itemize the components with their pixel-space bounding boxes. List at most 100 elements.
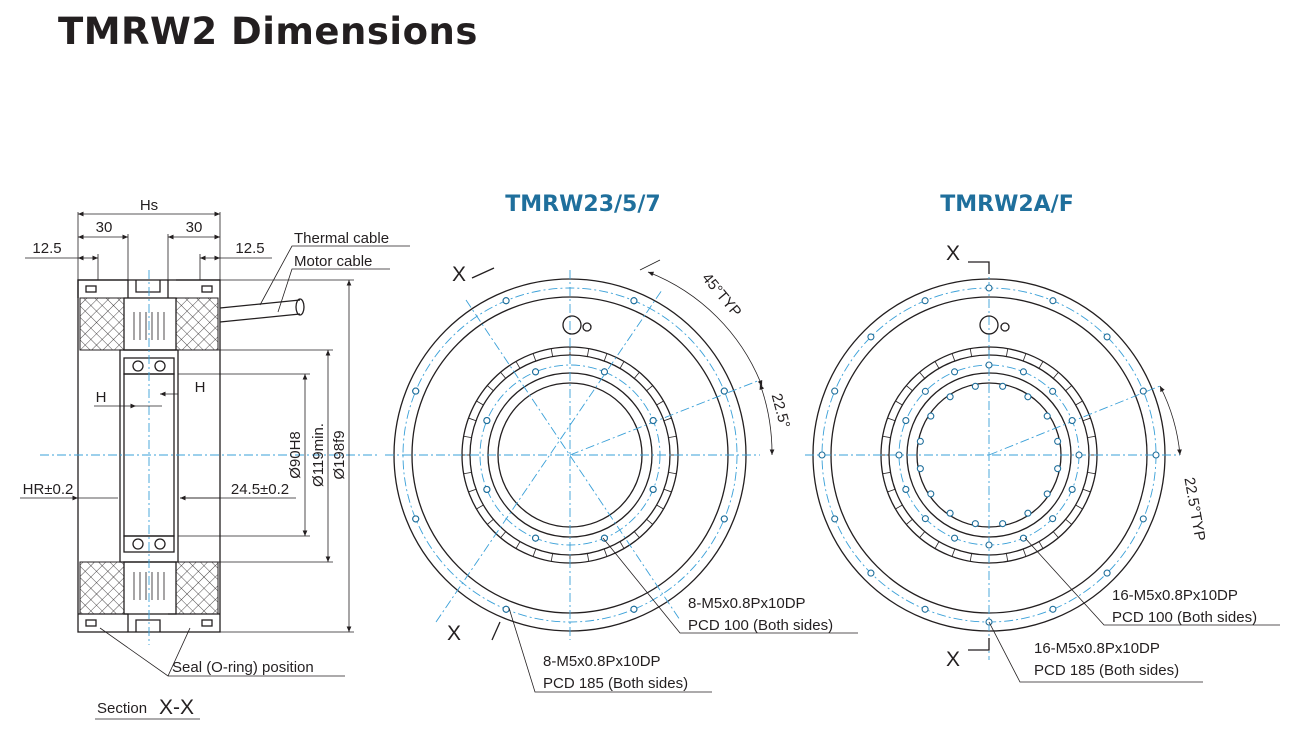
- view-b-bore-bolt-hole: [916, 465, 924, 473]
- view-b-inner-bolt-hole: [1068, 485, 1076, 493]
- section-caption-prefix: Section: [97, 700, 147, 717]
- view-a-hub-tooth: [532, 548, 537, 557]
- view-b-inner-bolt-hole: [921, 515, 929, 523]
- view-a-hub-tooth: [500, 372, 507, 379]
- view-b-bore-bolt-hole: [999, 520, 1007, 528]
- view-b-inner-spec-1: 16-M5x0.8Px10DP: [1112, 587, 1238, 604]
- oring-top-left: [85, 285, 97, 293]
- view-a-outer-spec-2: PCD 185 (Both sides): [543, 675, 688, 692]
- view-b-bore-bolt-hole: [1024, 509, 1032, 517]
- view-b-inner-bolt-hole: [951, 368, 959, 376]
- view-b-hub-tooth: [1022, 548, 1027, 557]
- view-a-hub-tooth: [586, 553, 590, 562]
- view-b-inner-bolt-hole: [1049, 515, 1057, 523]
- view-b-outer-bolt-hole: [1103, 569, 1111, 577]
- view-b-outer-bolt-hole: [867, 333, 875, 341]
- view-a-inner-b-bolt-hole: [532, 534, 540, 542]
- callout-seal: Seal (O-ring) position: [172, 659, 314, 676]
- view-b-outer-bolt-hole: [1152, 451, 1160, 459]
- view-b-outer-bolt-hole: [1049, 605, 1057, 613]
- view-b-hub-tooth: [1075, 400, 1083, 406]
- view-b-hub-tooth: [1065, 518, 1072, 525]
- view-a: TMRW23/5/7 45°TYP 22.5° X X 8-M5x0.8Px10…: [385, 192, 858, 693]
- view-b-hub-tooth: [906, 518, 913, 525]
- dim-right-30: 30: [186, 219, 203, 236]
- view-a-outer-b-bolt-hole: [630, 605, 638, 613]
- view-b-hub-tooth: [1075, 504, 1083, 510]
- view-b-bore-bolt-hole: [971, 382, 979, 390]
- callout-motor-cable: Motor cable: [294, 253, 372, 270]
- view-b-hub-tooth: [1005, 348, 1009, 357]
- view-a-heading: TMRW23/5/7: [505, 192, 660, 217]
- view-b-outer-bolt-hole: [1139, 515, 1147, 523]
- view-a-x-top: X: [452, 263, 466, 286]
- view-a-hub-tooth: [500, 531, 507, 538]
- view-b-hub-tooth: [951, 353, 956, 362]
- view-b-bore-bolt-hole: [971, 520, 979, 528]
- view-a-hub-tooth: [646, 518, 653, 525]
- view-a-inner-b-bolt-hole: [649, 485, 657, 493]
- view-b-hub-tooth: [1038, 541, 1044, 549]
- view-b-hub-tooth: [887, 417, 896, 422]
- view-a-inner-b-bolt-hole: [600, 534, 608, 542]
- view-b-hub-tooth: [1065, 385, 1072, 392]
- view-a-outer-spec-1: 8-M5x0.8Px10DP: [543, 653, 661, 670]
- callout-thermal-cable: Thermal cable: [294, 230, 389, 247]
- view-b-bore-bolt-hole: [927, 412, 935, 420]
- view-b-bore-bolt-hole: [1054, 437, 1062, 445]
- view-b-hub-tooth: [887, 488, 896, 493]
- view-a-hub-tooth: [646, 385, 653, 392]
- view-a-hub-tooth: [663, 488, 672, 493]
- view-a-hub-tooth: [550, 553, 554, 562]
- dim-hs: Hs: [140, 197, 158, 214]
- view-b-inner-bolt-hole: [921, 387, 929, 395]
- view-a-hub-tooth: [603, 548, 608, 557]
- view-b-hub-tooth: [895, 504, 903, 510]
- view-b-inner-bolt-hole: [902, 485, 910, 493]
- view-b-bore-bolt-hole: [916, 437, 924, 445]
- view-b-hub-tooth: [934, 541, 940, 549]
- view-b-outer-bolt-hole: [921, 297, 929, 305]
- view-b-bore-bolt-hole: [999, 382, 1007, 390]
- view-a-hub-tooth: [633, 372, 640, 379]
- view-b-outer-bolt-hole: [1049, 297, 1057, 305]
- view-b-inner-bolt-hole: [1049, 387, 1057, 395]
- view-a-hub-tooth: [668, 471, 677, 475]
- view-b-x-top: X: [946, 242, 960, 265]
- view-a-hub-tooth: [532, 353, 537, 362]
- view-a-inner-b-bolt-hole: [483, 417, 491, 425]
- view-b-bore-bolt-hole: [946, 509, 954, 517]
- view-b-hub-tooth: [882, 435, 891, 439]
- view-b-hub-tooth: [1052, 531, 1059, 538]
- view-a-outer-b-bolt-hole: [412, 387, 420, 395]
- section-caption-suffix: X-X: [159, 696, 194, 719]
- view-b-inner-bolt-hole: [1075, 451, 1083, 459]
- view-b-outer-bolt-hole: [818, 451, 826, 459]
- view-b-outer-bolt-hole: [831, 515, 839, 523]
- view-a-inner-b-bolt-hole: [532, 368, 540, 376]
- view-b-inner-bolt-hole: [902, 417, 910, 425]
- view-a-cable-port: [562, 315, 582, 335]
- view-b-angle-typ: 22.5°TYP: [1180, 476, 1208, 542]
- view-b-outer-spec-2: PCD 185 (Both sides): [1034, 662, 1179, 679]
- view-b-bore-bolt-hole: [1043, 412, 1051, 420]
- view-a-hub-tooth: [663, 417, 672, 422]
- dim-right-12-5: 12.5: [235, 240, 264, 257]
- dim-d198: Ø198f9: [331, 430, 348, 479]
- dim-left-12-5: 12.5: [32, 240, 61, 257]
- view-a-outer-b-bolt-hole: [720, 515, 728, 523]
- view-a-hub-tooth: [468, 417, 477, 422]
- view-b-cable-port: [979, 315, 999, 335]
- view-b-inner-spec-2: PCD 100 (Both sides): [1112, 609, 1257, 626]
- view-b-inner-bolt-hole: [951, 534, 959, 542]
- view-b-outer-bolt-hole: [831, 387, 839, 395]
- view-b-hub-tooth: [1087, 471, 1096, 475]
- view-a-hub-tooth: [619, 361, 625, 369]
- view-a-inner-spec-2: PCD 100 (Both sides): [688, 617, 833, 634]
- view-a-hub-tooth: [468, 488, 477, 493]
- view-a-inner-b-bolt-hole: [600, 368, 608, 376]
- view-a-hub-tooth: [550, 348, 554, 357]
- view-b-hub-tooth: [1082, 417, 1091, 422]
- view-a-inner-b-bolt-hole: [483, 485, 491, 493]
